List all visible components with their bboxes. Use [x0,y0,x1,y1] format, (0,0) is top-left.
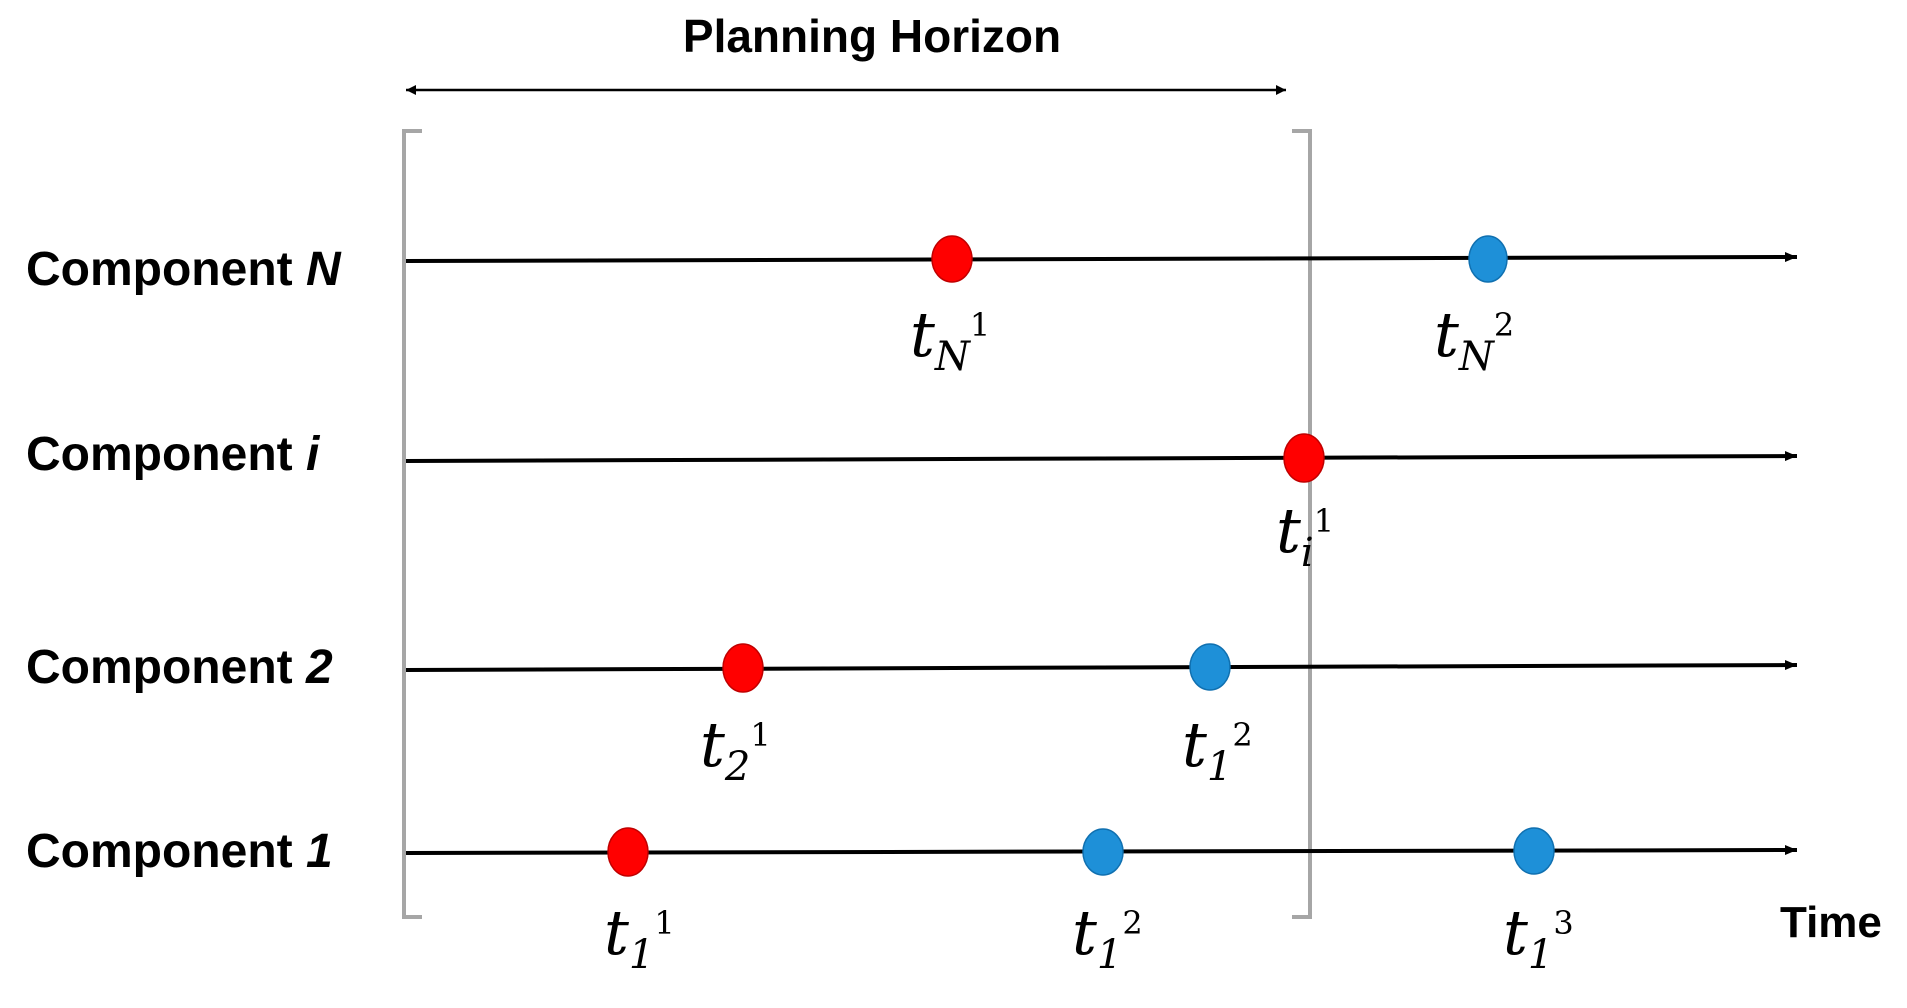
event-scheduled-marker: t13 [1503,827,1574,978]
event-label: ti1 [1276,494,1334,576]
scheduled-dot-icon [1082,828,1124,876]
event-label: t13 [1503,896,1574,978]
failure-dot-icon [931,235,973,283]
event-scheduled-marker: t12 [1182,643,1253,790]
timeline-row-1: Component 1 t11 t12 t13 [26,825,1798,978]
timeline-axis [405,451,1798,463]
horizon-start-bracket [402,129,422,919]
event-label: tN2 [1434,298,1514,380]
row-label: Component i [26,428,321,481]
event-failure-marker: tN1 [910,235,990,380]
scheduled-dot-icon [1189,643,1231,691]
scheduled-dot-icon [1513,827,1555,875]
timeline-row-i: Component i ti1 [26,428,1798,576]
event-failure-marker: ti1 [1276,433,1334,576]
row-label: Component 2 [26,641,333,694]
scheduled-dot-icon [1468,235,1508,283]
event-label: t12 [1072,896,1143,978]
event-label: t21 [700,708,771,790]
failure-dot-icon [1283,433,1325,483]
event-scheduled-marker: tN2 [1434,235,1514,380]
event-failure-marker: t21 [700,643,771,790]
event-label: t12 [1182,708,1253,790]
event-failure-marker: t11 [604,827,675,978]
failure-dot-icon [722,643,764,693]
event-label: tN1 [910,298,990,380]
row-label: Component N [26,243,342,296]
planning-horizon-title: Planning Horizon [683,10,1061,62]
time-axis-label: Time [1780,898,1882,947]
event-scheduled-marker: t12 [1072,828,1143,978]
event-label: t11 [604,896,675,978]
horizon-end-bracket [1292,129,1312,919]
timeline-axis [405,252,1798,263]
row-label: Component 1 [26,825,333,878]
timeline-row-2: Component 2 t21 t12 [26,641,1798,790]
failure-dot-icon [607,827,649,877]
timeline-axis [405,660,1798,672]
timeline-row-N: Component N tN1 tN2 [26,235,1798,380]
